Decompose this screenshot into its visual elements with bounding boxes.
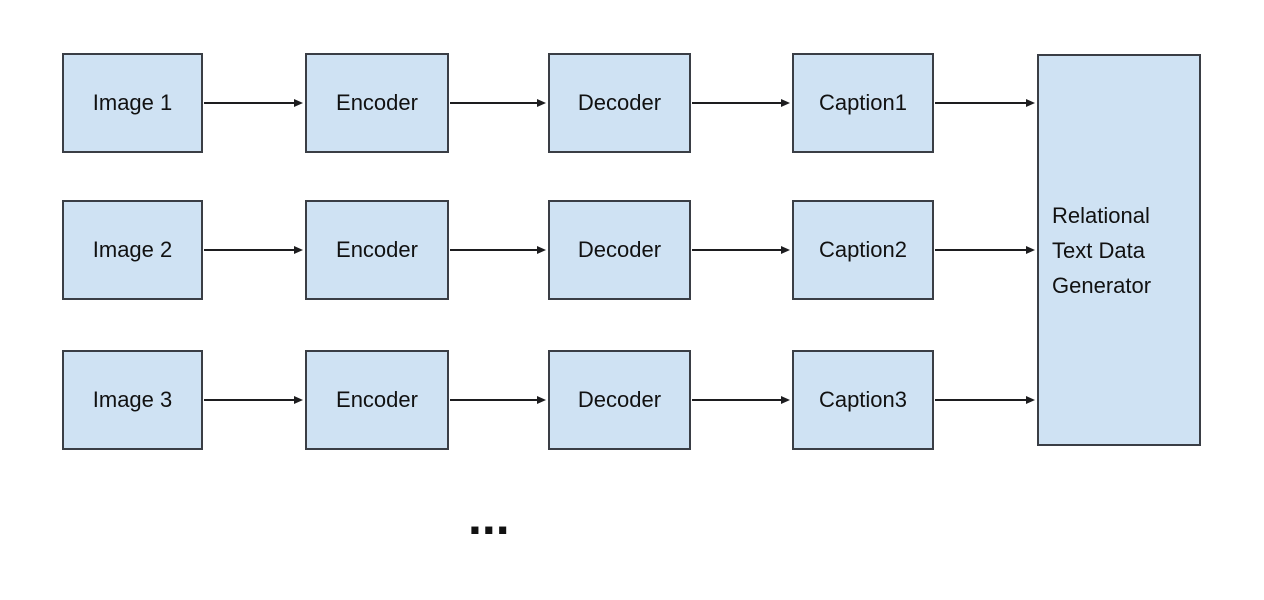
decoder-box-row-1: Decoder (548, 53, 691, 153)
decoder-box-row-2: Decoder (548, 200, 691, 300)
generator-label-line-1: Relational (1052, 202, 1150, 228)
generator-label-line-3: Generator (1052, 272, 1152, 298)
caption-2-box: Caption2 (792, 200, 934, 300)
caption-1-box: Caption1 (792, 53, 934, 153)
encoder-box-row-3: Encoder (305, 350, 449, 450)
decoder-box-row-3: Decoder (548, 350, 691, 450)
image-1-box: Image 1 (62, 53, 203, 153)
encoder-box-row-1: Encoder (305, 53, 449, 153)
ellipsis-continuation: ... (468, 489, 510, 545)
relational-text-data-generator-box: Relational Text Data Generator (1037, 54, 1201, 446)
image-2-box: Image 2 (62, 200, 203, 300)
encoder-box-row-2: Encoder (305, 200, 449, 300)
image-3-box: Image 3 (62, 350, 203, 450)
generator-label-line-2: Text Data (1052, 237, 1145, 263)
caption-3-box: Caption3 (792, 350, 934, 450)
